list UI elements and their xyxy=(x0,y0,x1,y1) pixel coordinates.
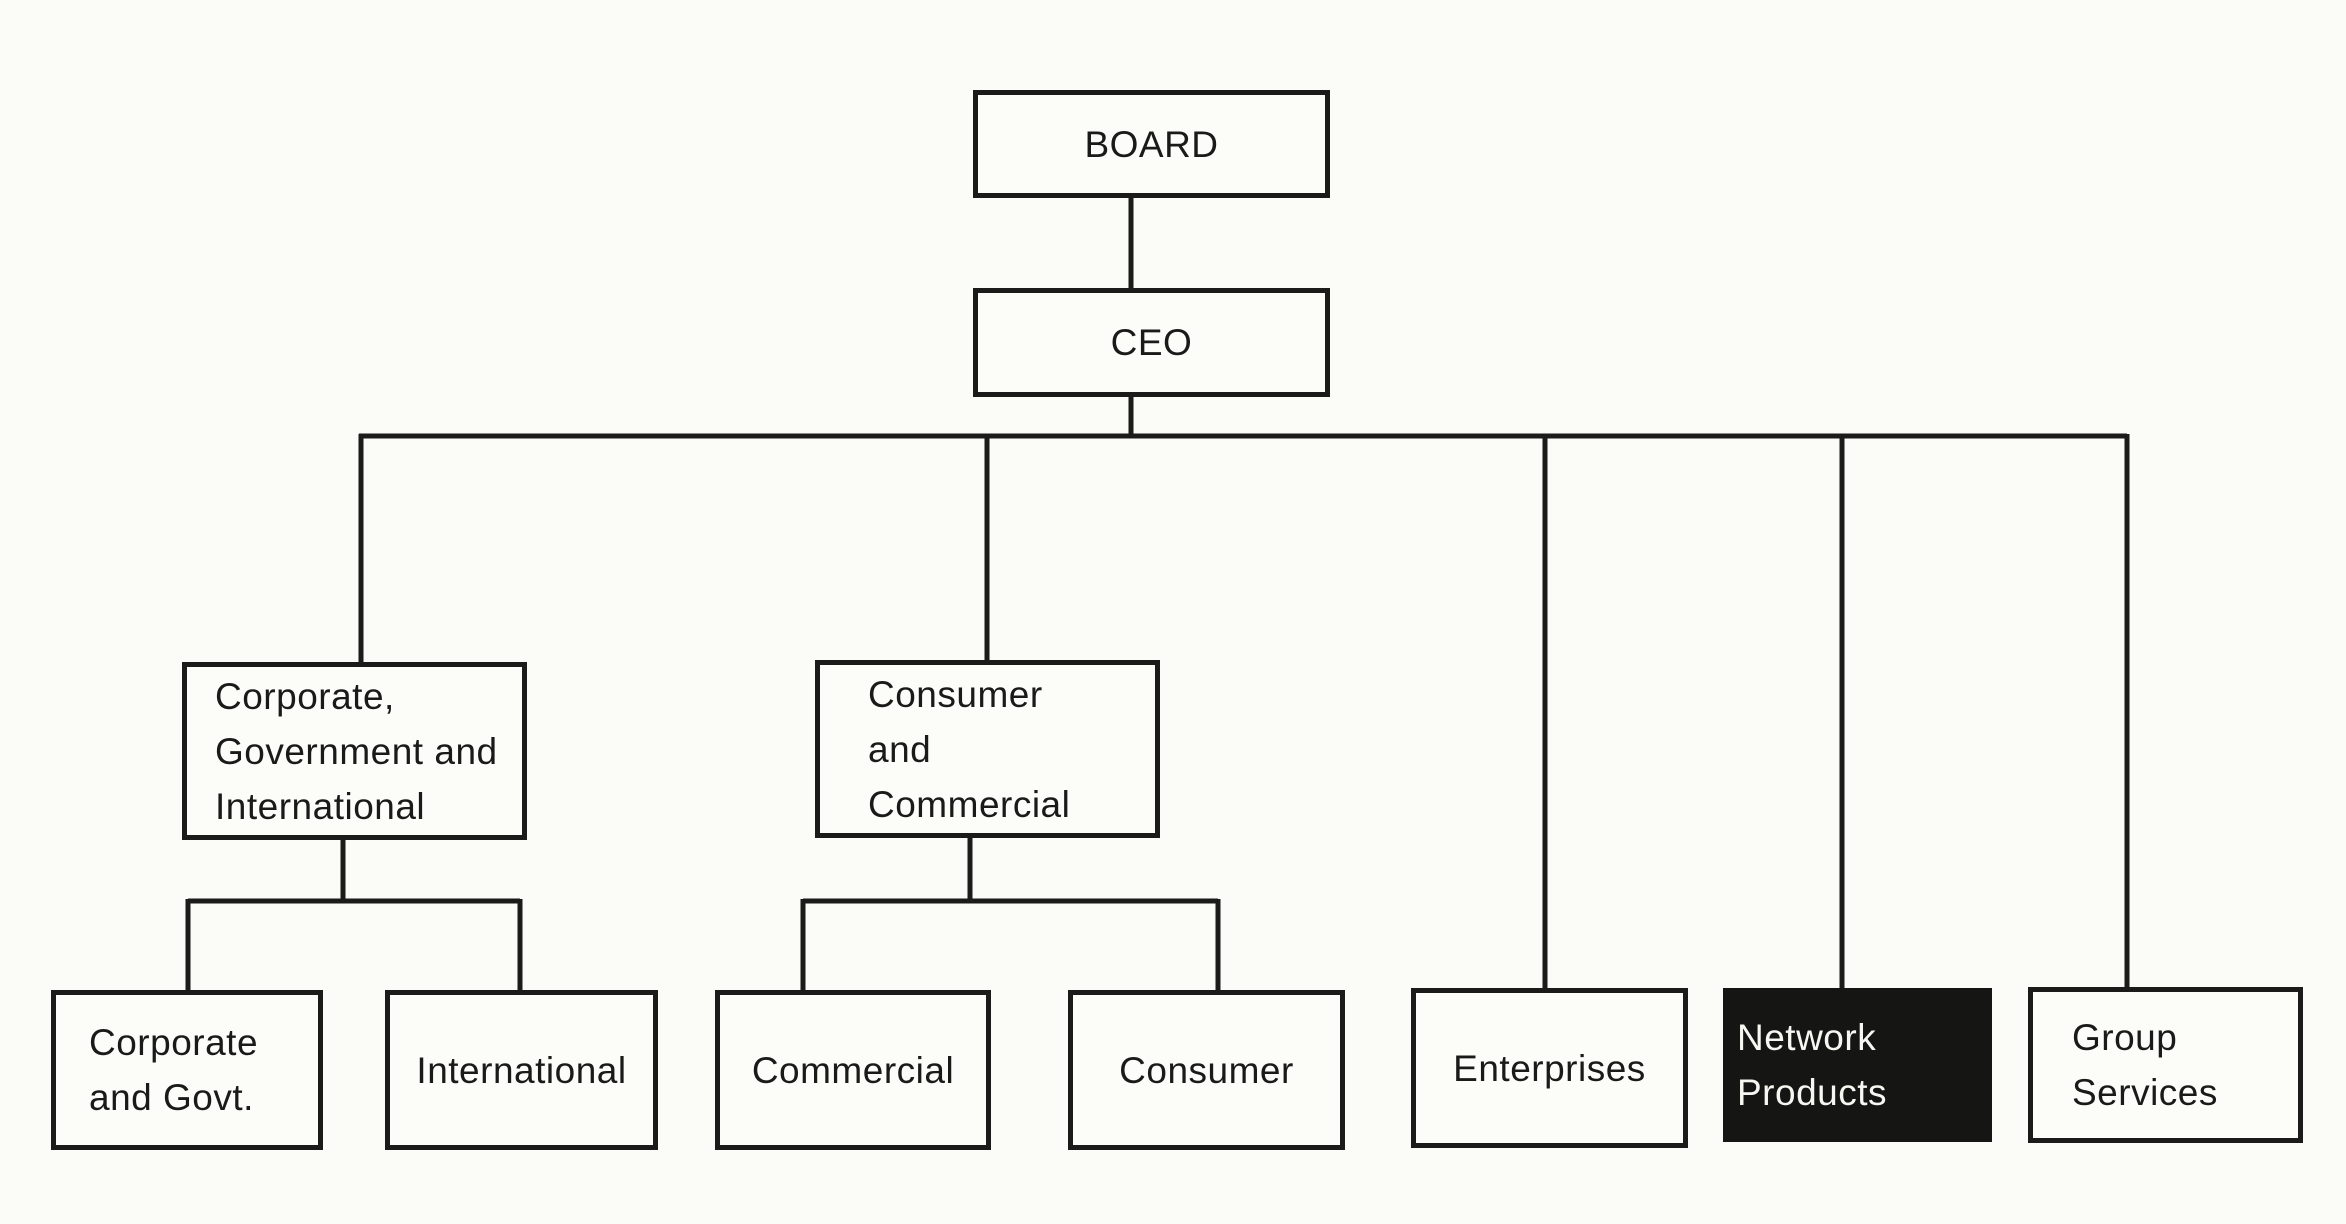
org-node-corporate-government-international: Corporate, Government and International xyxy=(182,662,527,840)
org-node-consumer: Consumer xyxy=(1068,990,1345,1150)
org-node-board: BOARD xyxy=(973,90,1330,198)
connector-path xyxy=(185,198,2130,993)
org-node-commercial-label: Commercial xyxy=(751,1049,955,1091)
org-node-ceo: CEO xyxy=(973,288,1330,397)
org-node-international-label: International xyxy=(416,1049,627,1091)
org-node-consumer-label: Consumer xyxy=(1119,1049,1294,1091)
org-node-corporate-and-govt: Corporate and Govt. xyxy=(51,990,323,1150)
org-node-consumer-and-commercial-label: Consumer and Commercial xyxy=(868,673,1071,825)
org-node-network-products: Network Products xyxy=(1723,988,1992,1142)
org-node-corporate-government-international-label: Corporate, Government and International xyxy=(215,675,498,827)
org-node-commercial: Commercial xyxy=(715,990,991,1150)
org-node-network-products-label: Network Products xyxy=(1737,1017,1888,1113)
org-node-enterprises: Enterprises xyxy=(1411,988,1688,1148)
org-node-corporate-and-govt-label: Corporate and Govt. xyxy=(89,1022,259,1118)
org-node-board-label: BOARD xyxy=(1084,123,1219,165)
org-node-group-services: Group Services xyxy=(2028,987,2303,1143)
org-node-enterprises-label: Enterprises xyxy=(1453,1047,1646,1089)
org-node-international: International xyxy=(385,990,658,1150)
org-node-ceo-label: CEO xyxy=(1110,322,1193,363)
org-node-consumer-and-commercial: Consumer and Commercial xyxy=(815,660,1160,838)
org-node-group-services-label: Group Services xyxy=(2072,1017,2218,1113)
